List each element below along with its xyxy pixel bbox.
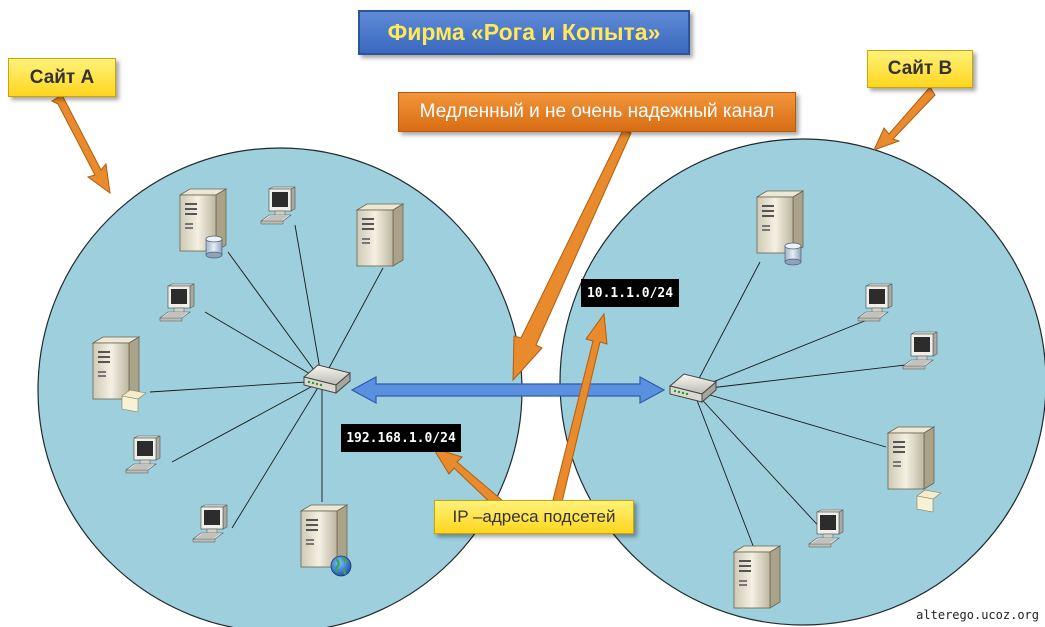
site-a-links	[149, 224, 384, 529]
subnet-a-label: 192.168.1.0/24	[341, 424, 461, 452]
channel-label: Медленный и не очень надежный канал	[398, 92, 796, 132]
database-server-icon	[179, 188, 227, 259]
server-icon	[733, 545, 781, 609]
wan-link	[350, 375, 666, 405]
site-a-label: Сайт А	[8, 58, 116, 97]
page-title: Фирма «Рога и Копыта»	[358, 10, 690, 55]
site-b-links	[692, 261, 923, 557]
watermark: alterego.ucoz.org	[916, 608, 1039, 622]
subnet-b-label: 10.1.1.0/24	[581, 279, 679, 307]
server-icon	[356, 203, 404, 267]
callout-arrows	[50, 86, 936, 509]
site-b-label: Сайт В	[867, 50, 973, 88]
web-server-icon	[300, 504, 352, 577]
ip-subnets-label: IP –адреса подсетей	[434, 500, 634, 534]
